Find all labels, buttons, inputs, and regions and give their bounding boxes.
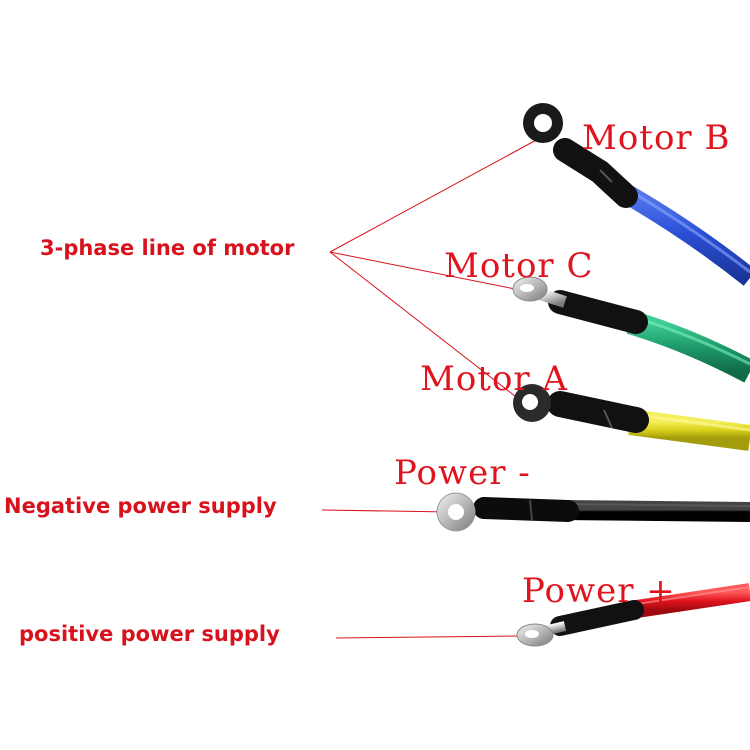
callout-line-positive xyxy=(335,635,521,639)
wire-motor-b xyxy=(523,103,750,286)
callout-line-motor-b xyxy=(329,137,541,253)
wire-motor-a xyxy=(513,384,750,451)
wire-power-negative xyxy=(436,492,750,532)
positive-supply-callout: positive power supply xyxy=(19,622,280,646)
callout-lines xyxy=(321,137,541,639)
motor-c-label: Motor C xyxy=(444,246,594,286)
three-phase-callout: 3-phase line of motor xyxy=(40,236,295,260)
power-positive-label: Power + xyxy=(522,571,676,611)
callout-line-negative xyxy=(321,509,451,513)
power-negative-label: Power - xyxy=(394,453,531,493)
callout-line-motor-c xyxy=(329,251,521,291)
callout-line-motor-a xyxy=(329,251,521,401)
negative-supply-callout: Negative power supply xyxy=(4,494,277,518)
wire-motor-c xyxy=(512,276,750,383)
motor-b-label: Motor B xyxy=(582,118,731,158)
wire-power-positive xyxy=(516,583,750,647)
motor-a-label: Motor A xyxy=(420,359,569,399)
